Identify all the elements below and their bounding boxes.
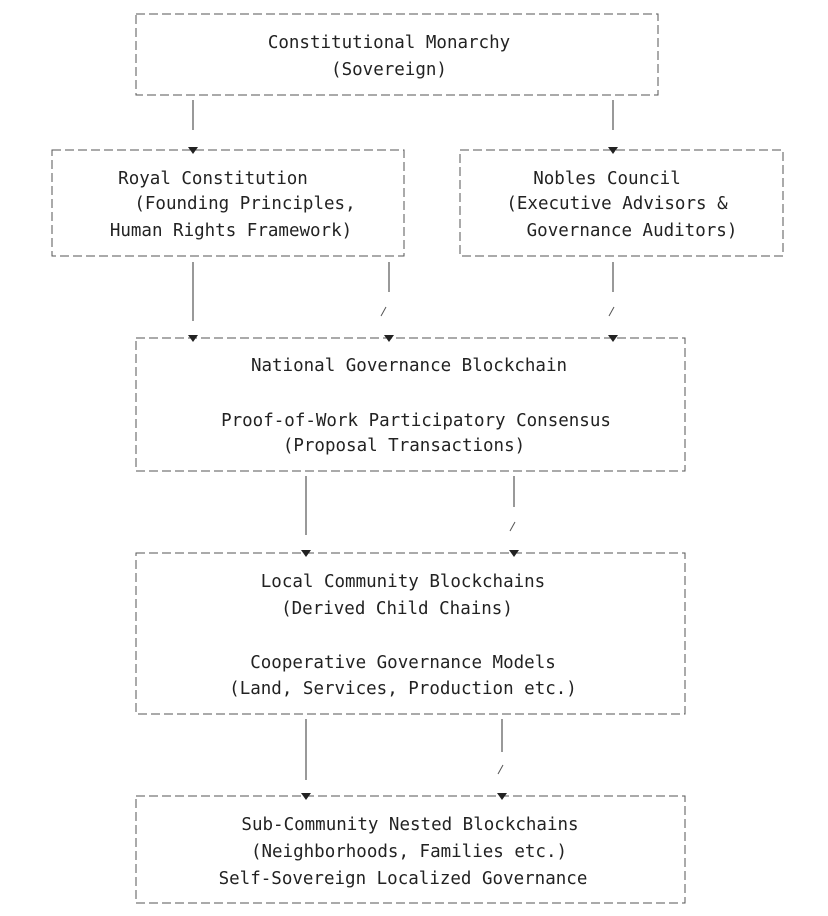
constitution-detail-1: (Founding Principles,: [134, 194, 355, 214]
local-models: Cooperative Governance Models: [250, 653, 556, 673]
connector-sovereign-constitution: [188, 100, 198, 154]
sovereign-box: [135, 13, 659, 96]
connector-constitution-national-right: [380, 262, 394, 342]
local-subtitle: (Derived Child Chains): [281, 599, 513, 619]
constitution-box: [51, 149, 405, 257]
sub-title: Sub-Community Nested Blockchains: [241, 815, 578, 835]
connector-council-national: [608, 262, 618, 342]
sovereign-title: Constitutional Monarchy: [268, 33, 510, 53]
council-detail-2: Governance Auditors): [527, 221, 738, 241]
national-box: [135, 337, 686, 472]
national-node: National Governance Blockchain Proof-of-…: [135, 337, 686, 472]
national-title: National Governance Blockchain: [251, 356, 567, 376]
connector-national-local-right: [509, 476, 519, 557]
national-transactions: (Proposal Transactions): [283, 436, 525, 456]
local-title: Local Community Blockchains: [261, 572, 545, 592]
connector-sovereign-council: [608, 100, 618, 154]
council-box: [459, 149, 784, 257]
connector-constitution-national-left: [188, 262, 198, 342]
connector-local-sub-left: [301, 719, 311, 800]
local-node: Local Community Blockchains (Derived Chi…: [135, 552, 686, 715]
constitution-title: Royal Constitution: [118, 169, 308, 189]
council-node: Nobles Council (Executive Advisors & Gov…: [459, 149, 784, 257]
connector-local-sub-right: [497, 719, 507, 800]
sovereign-node: Constitutional Monarchy (Sovereign): [135, 13, 659, 96]
connector-national-local-left: [301, 476, 311, 557]
council-detail-1: (Executive Advisors &: [506, 194, 728, 214]
sub-node: Sub-Community Nested Blockchains (Neighb…: [135, 795, 686, 904]
council-title: Nobles Council: [533, 169, 681, 189]
sub-subtitle: (Neighborhoods, Families etc.): [251, 842, 567, 862]
sovereign-subtitle: (Sovereign): [331, 60, 447, 80]
constitution-detail-2: Human Rights Framework): [110, 221, 352, 241]
national-consensus: Proof-of-Work Participatory Consensus: [221, 411, 611, 431]
sub-governance: Self-Sovereign Localized Governance: [219, 869, 588, 889]
local-box: [135, 552, 686, 715]
constitution-node: Royal Constitution (Founding Principles,…: [51, 149, 405, 257]
local-sectors: (Land, Services, Production etc.): [229, 679, 577, 699]
sub-box: [135, 795, 686, 904]
